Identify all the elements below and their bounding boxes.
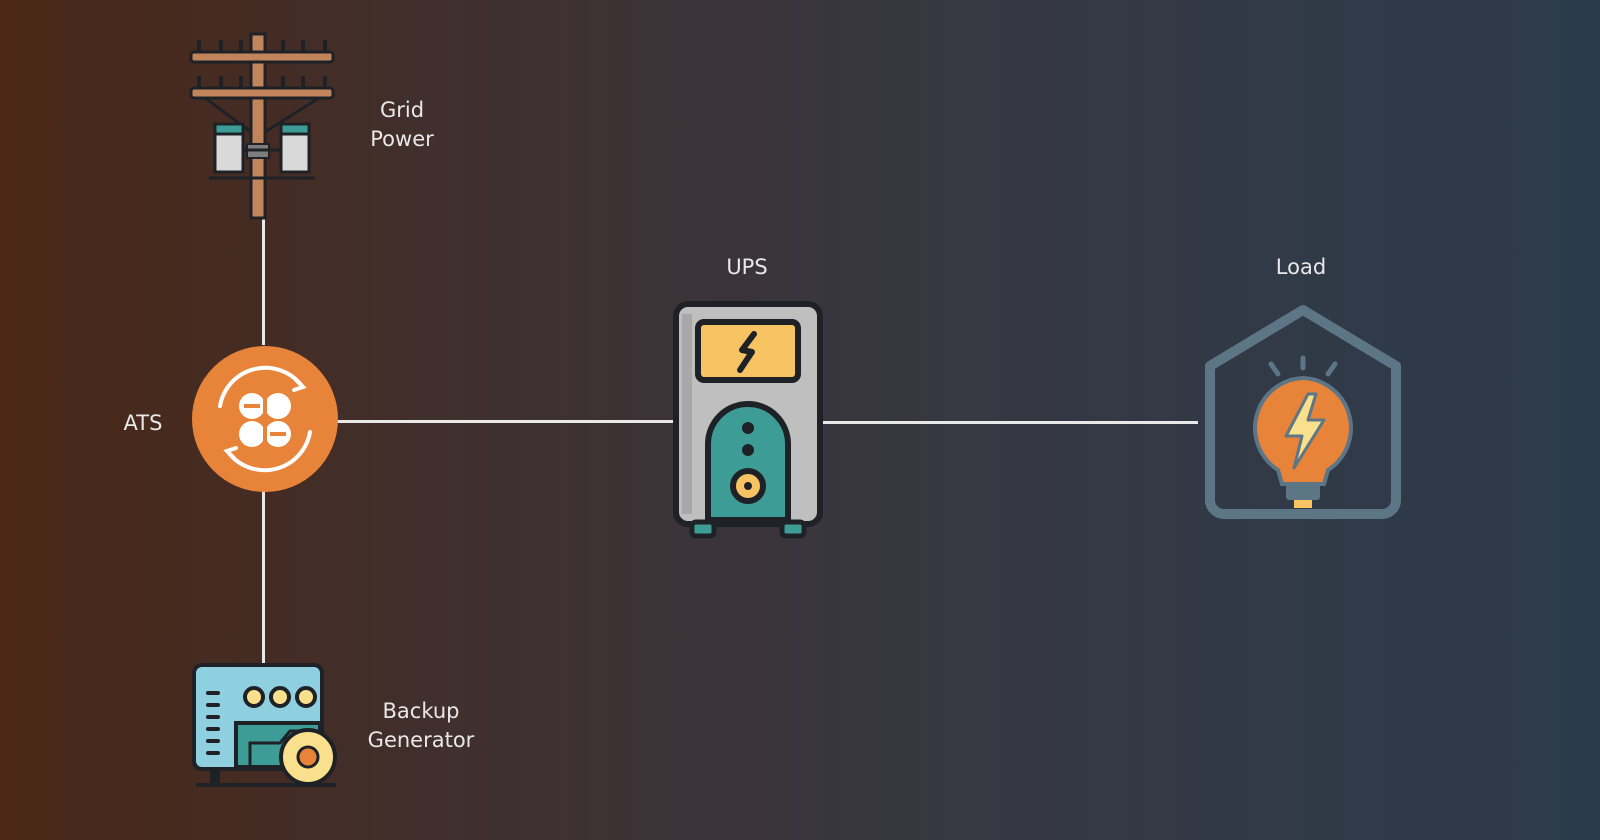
connector-ats-ups	[336, 420, 676, 423]
load-label: Load	[1275, 255, 1327, 279]
utility-pole-icon	[189, 32, 335, 220]
connector-ats-generator	[262, 487, 265, 667]
ats-label: ATS	[123, 411, 163, 435]
ups-icon	[673, 301, 823, 539]
generator-label-line2: Generator	[367, 728, 475, 752]
house-lightbulb-icon	[1205, 305, 1401, 519]
connector-ups-load	[820, 421, 1198, 424]
ups-node[interactable]	[672, 300, 824, 540]
ups-label: UPS	[726, 255, 768, 279]
load-node[interactable]	[1194, 302, 1412, 526]
backup-generator-node[interactable]	[190, 663, 340, 789]
generator-icon	[192, 663, 337, 787]
transfer-switch-icon	[192, 346, 338, 492]
ats-node[interactable]	[192, 346, 338, 492]
grid-label-line1: Grid	[379, 98, 425, 122]
grid-label-line2: Power	[370, 127, 434, 151]
grid-power-node[interactable]	[185, 32, 340, 220]
grid-power-label: Grid Power	[352, 96, 452, 154]
connector-grid-ats	[262, 215, 265, 345]
generator-label-line1: Backup	[382, 699, 460, 723]
backup-generator-label: Backup Generator	[356, 697, 486, 755]
